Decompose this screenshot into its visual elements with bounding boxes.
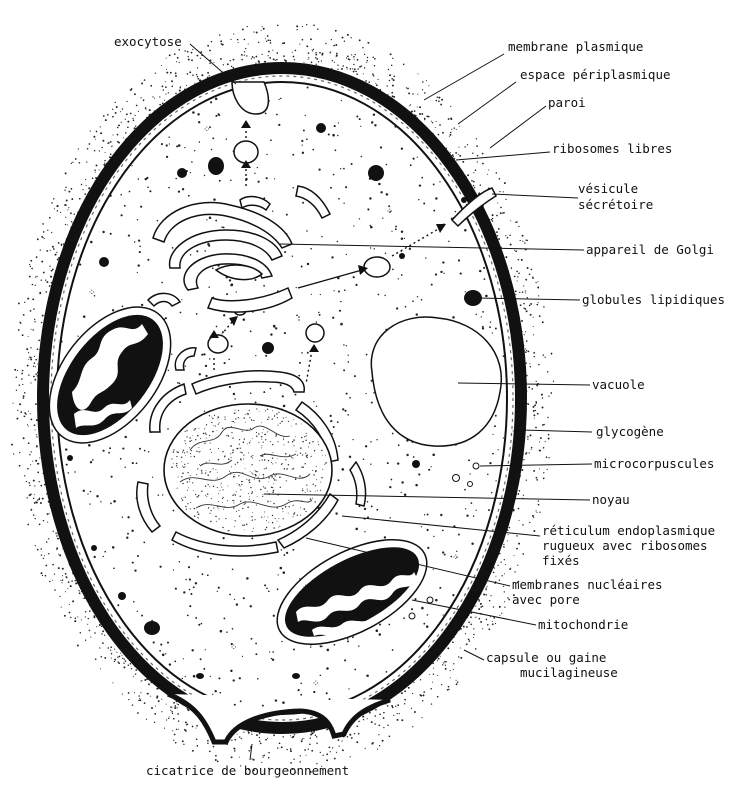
label-reticulum-1: réticulum endoplasmique <box>542 524 715 538</box>
label-paroi: paroi <box>548 96 586 110</box>
nucleus <box>164 404 332 536</box>
label-reticulum-3: fixés <box>542 554 580 568</box>
label-vacuole: vacuole <box>592 378 645 392</box>
svg-text:⁘: ⁘ <box>203 125 211 135</box>
label-avec-pore: avec pore <box>512 593 580 607</box>
label-secretoire: sécrétoire <box>578 198 653 212</box>
svg-text:⁘: ⁘ <box>511 427 519 437</box>
label-noyau: noyau <box>592 493 630 507</box>
label-globules-lipidiques: globules lipidiques <box>582 293 725 307</box>
label-exocytose: exocytose <box>114 35 182 49</box>
svg-text:⁘: ⁘ <box>88 288 96 298</box>
svg-text:⁘: ⁘ <box>312 679 320 689</box>
label-appareil-golgi: appareil de Golgi <box>586 243 714 257</box>
label-capsule: capsule ou gaine <box>486 651 606 665</box>
svg-text:⁘: ⁘ <box>386 207 394 217</box>
label-microcorpuscules: microcorpuscules <box>594 457 714 471</box>
label-espace-periplasmique: espace périplasmique <box>520 68 671 82</box>
svg-text:⁘: ⁘ <box>452 553 460 563</box>
svg-text:⁘: ⁘ <box>302 583 310 593</box>
svg-text:⁘: ⁘ <box>230 643 238 653</box>
label-vesicule: vésicule <box>578 182 638 196</box>
svg-text:⁘: ⁘ <box>366 91 374 101</box>
label-mitochondrie: mitochondrie <box>538 618 628 632</box>
label-membrane-plasmique: membrane plasmique <box>508 40 643 54</box>
label-reticulum-2: rugueux avec ribosomes <box>542 539 708 553</box>
label-cicatrice: cicatrice de bourgeonnement <box>146 764 349 778</box>
label-glycogene: glycogène <box>596 425 664 439</box>
label-membranes-nucleaires: membranes nucléaires <box>512 578 663 592</box>
label-ribosomes-libres: ribosomes libres <box>552 142 672 156</box>
label-mucilagineuse: mucilagineuse <box>520 666 618 680</box>
